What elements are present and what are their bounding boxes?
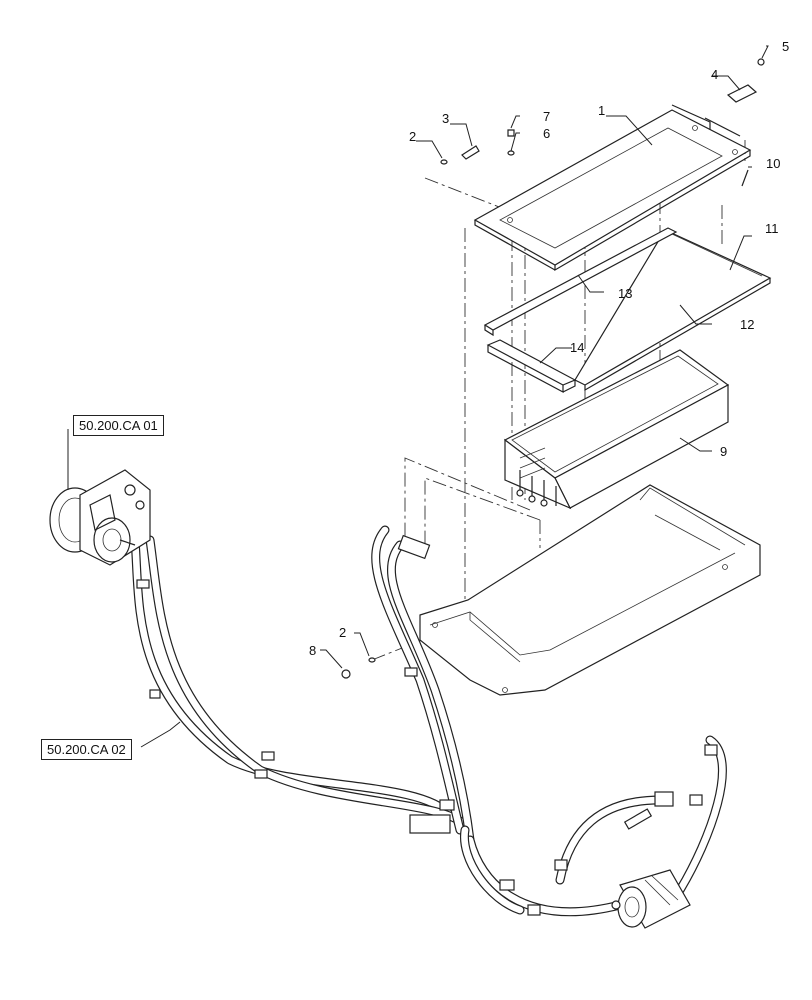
callout-5: 5 bbox=[782, 39, 790, 54]
callout-6: 6 bbox=[543, 126, 551, 141]
callout-7: 7 bbox=[543, 109, 551, 124]
callout-2-lower: 2 bbox=[339, 625, 347, 640]
callout-4: 4 bbox=[711, 67, 719, 82]
reference-box-50-200-ca-01[interactable]: 50.200.CA 01 bbox=[73, 415, 164, 436]
callout-12: 12 bbox=[740, 317, 755, 332]
hardware bbox=[341, 58, 765, 679]
hose-clamps bbox=[136, 534, 718, 916]
callout-1: 1 bbox=[598, 103, 606, 118]
reference-box-50-200-ca-02[interactable]: 50.200.CA 02 bbox=[41, 739, 132, 760]
callout-2-upper: 2 bbox=[409, 129, 417, 144]
callout-3: 3 bbox=[442, 111, 450, 126]
blower-motor bbox=[611, 869, 691, 929]
evaporator-box bbox=[503, 349, 730, 510]
callout-13: 13 bbox=[618, 286, 633, 301]
callout-10: 10 bbox=[766, 156, 781, 171]
seat-frame bbox=[419, 484, 761, 696]
callout-9: 9 bbox=[720, 444, 728, 459]
top-cover-plate bbox=[473, 104, 752, 272]
callout-8: 8 bbox=[309, 643, 317, 658]
foam-strip bbox=[486, 339, 577, 393]
leader-lines bbox=[67, 45, 769, 748]
callout-11: 11 bbox=[765, 221, 779, 236]
callout-14: 14 bbox=[570, 340, 585, 355]
compressor bbox=[49, 469, 151, 566]
filter-plate bbox=[574, 229, 772, 392]
